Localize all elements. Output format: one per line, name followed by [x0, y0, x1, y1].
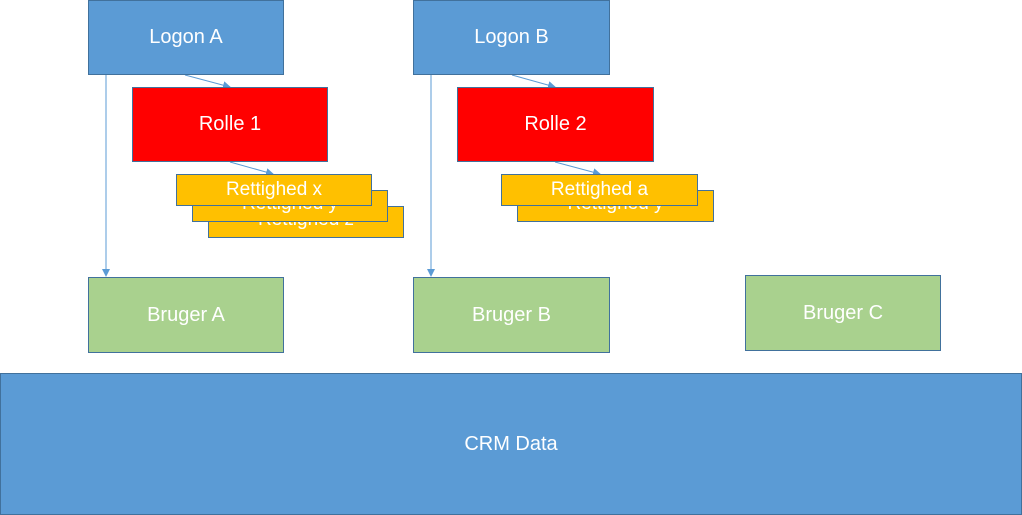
bruger-a-label: Bruger A — [147, 303, 225, 326]
bruger-c-label: Bruger C — [802, 301, 884, 324]
bruger-b-label: Bruger B — [472, 303, 551, 326]
rolle-2-box: Rolle 2 — [457, 87, 654, 162]
bruger-c-box: Bruger C — [745, 275, 941, 351]
rettighed-x-box: Rettighed x — [176, 174, 372, 206]
connector-logon-a-to-rolle-1 — [184, 74, 231, 90]
rolle-1-box: Rolle 1 — [132, 87, 328, 162]
bruger-a-box: Bruger A — [88, 277, 284, 353]
rettighed-x-label: Rettighed x — [225, 179, 323, 200]
logon-b-label: Logon B — [474, 26, 549, 48]
logon-a-label: Logon A — [149, 26, 223, 48]
logon-a-box: Logon A — [88, 0, 284, 75]
crm-data-box: CRM Data — [0, 373, 1022, 515]
connector-logon-b-to-rolle-2 — [511, 74, 556, 89]
rolle-2-label: Rolle 2 — [524, 113, 587, 135]
rettighed-a-box: Rettighed a — [501, 174, 698, 206]
crm-data-label: CRM Data — [464, 432, 558, 455]
rolle-1-label: Rolle 1 — [198, 113, 262, 135]
connector-rolle-2-to-rettighed-a — [554, 161, 601, 177]
logon-b-box: Logon B — [413, 0, 610, 75]
connector-rolle-1-to-rettighed-x — [229, 161, 274, 176]
bruger-b-box: Bruger B — [413, 277, 610, 353]
rettighed-a-label: Rettighed a — [550, 179, 649, 200]
